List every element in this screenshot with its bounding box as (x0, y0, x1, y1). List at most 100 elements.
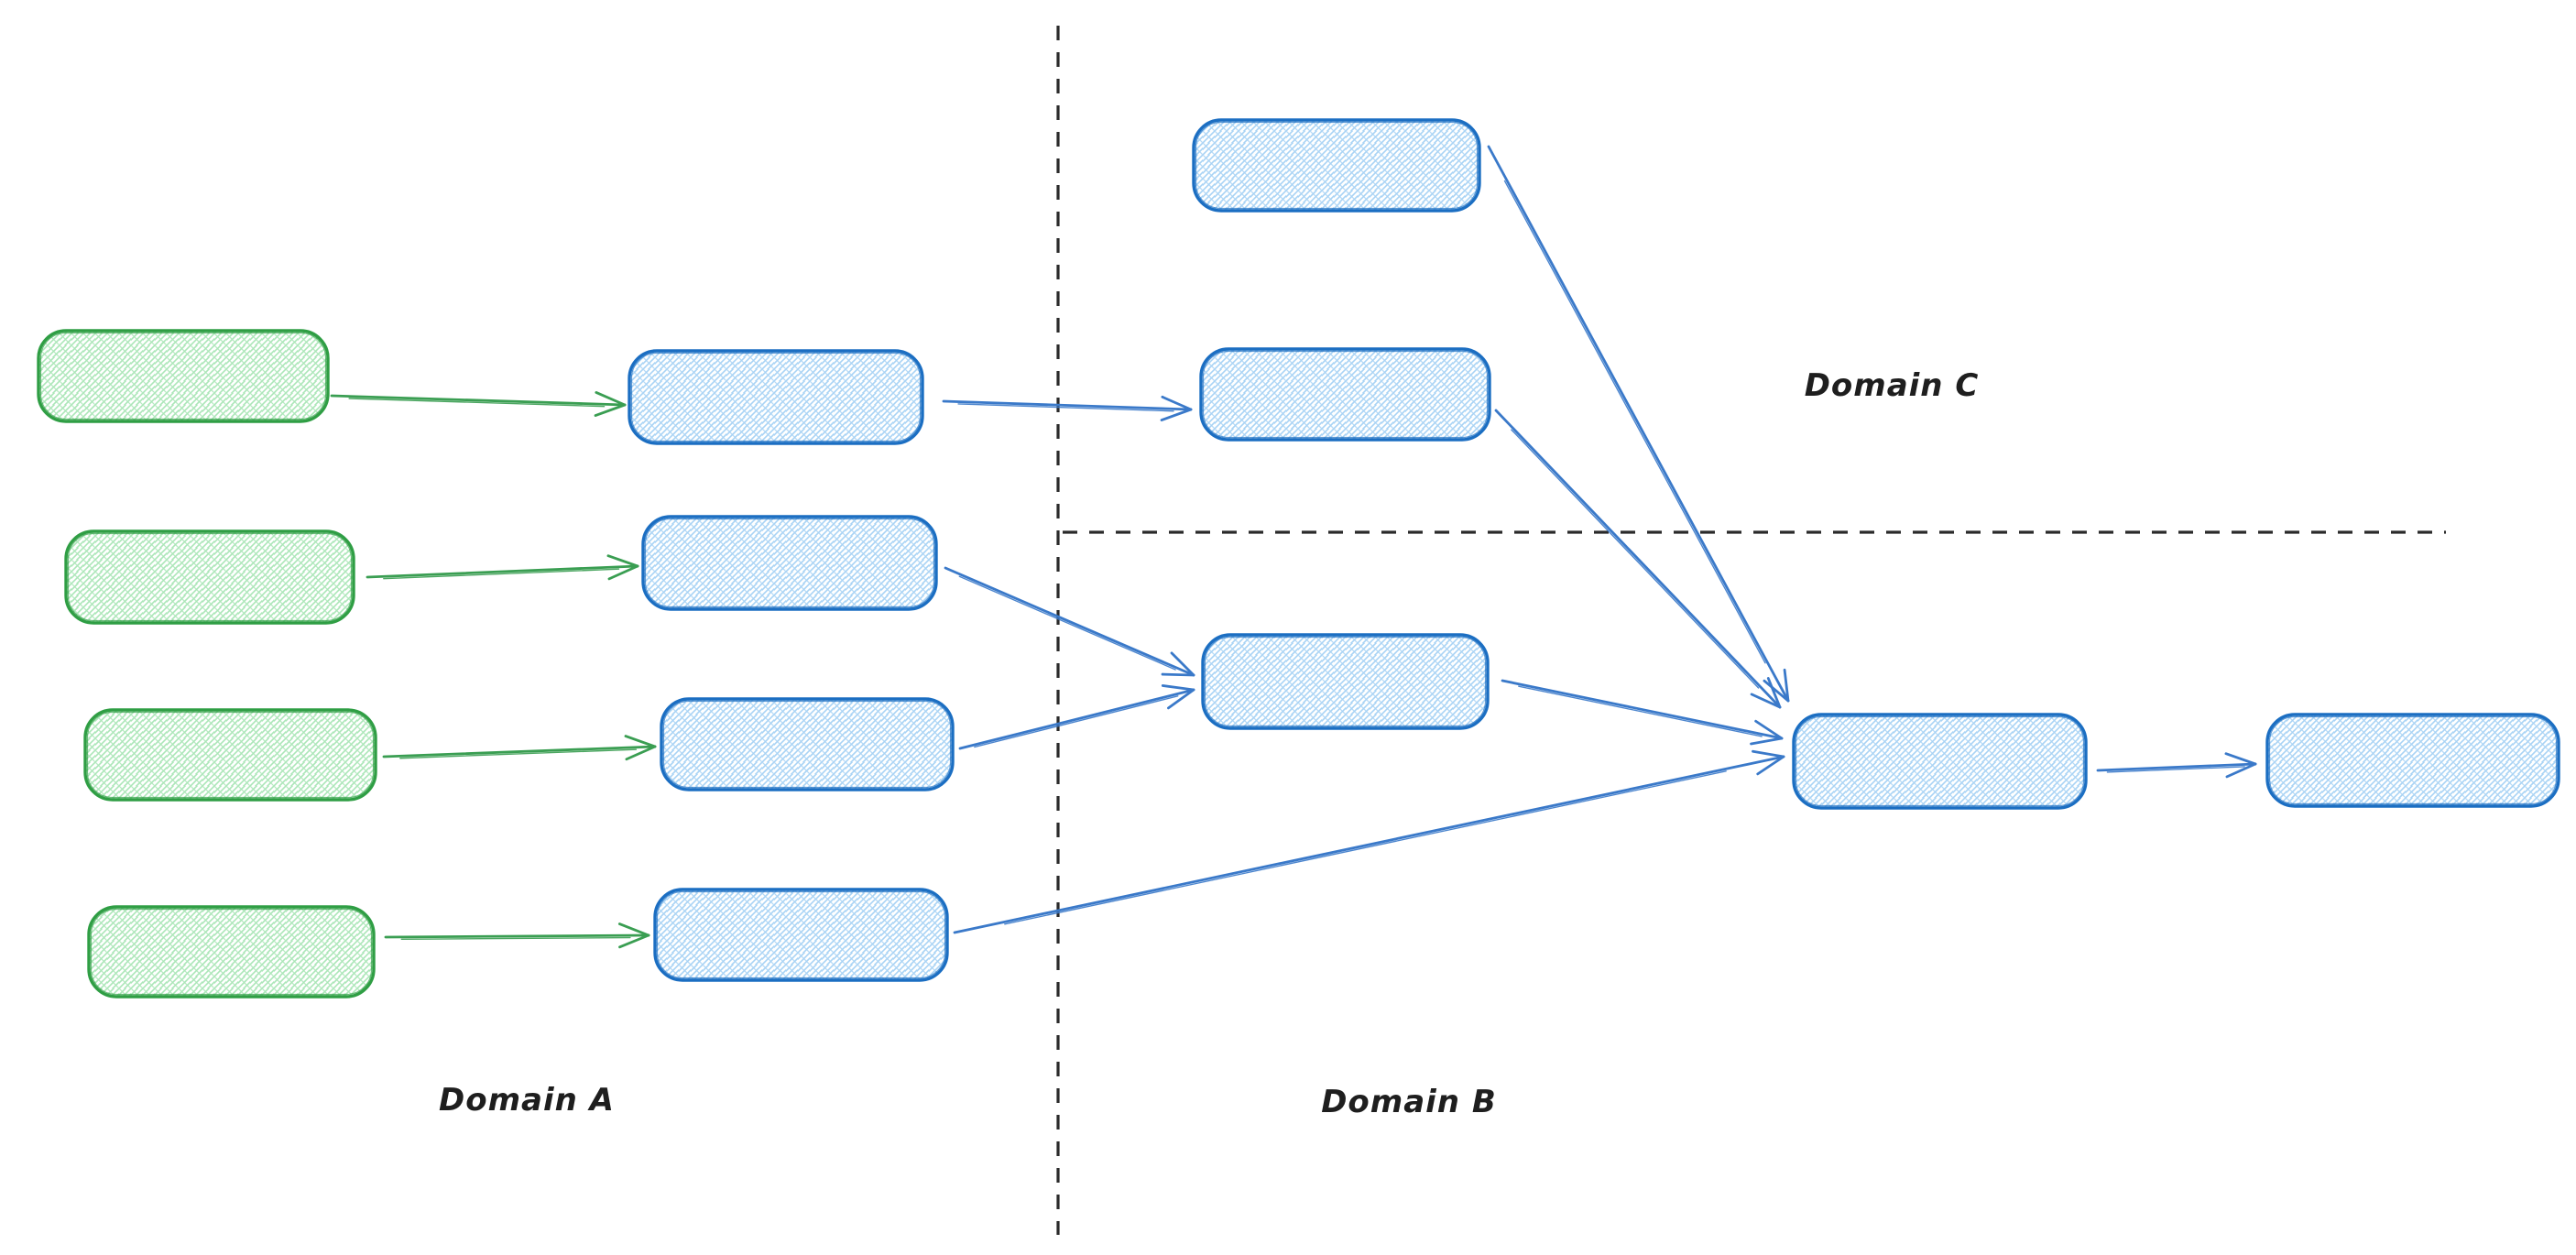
node-shape (653, 888, 949, 982)
node-shape (2265, 713, 2560, 808)
arrow-source-1-to-stage-a1[interactable] (330, 391, 627, 418)
arrowhead (1766, 677, 1782, 709)
arrow-shaft (384, 933, 650, 939)
node-stage-a3[interactable] (660, 697, 955, 791)
node-shape (37, 329, 330, 423)
node-stage-b1[interactable] (1199, 347, 1491, 442)
node-output[interactable] (2265, 713, 2560, 808)
arrowhead (624, 735, 657, 748)
node-shape-sketch (644, 518, 935, 608)
arrowhead (2225, 762, 2257, 779)
node-stage-a4[interactable] (653, 888, 949, 982)
arrow-shaft-sketch (958, 575, 1176, 671)
node-source-1[interactable] (37, 329, 330, 423)
label-layer: Domain A Domain B Domain C (439, 367, 1980, 1120)
arrow-shaft (942, 399, 1193, 411)
node-shape-sketch (630, 352, 922, 442)
node-stage-b2[interactable] (1201, 633, 1490, 730)
arrow-stage-a1-to-stage-b1[interactable] (942, 395, 1193, 421)
node-shape (1192, 118, 1481, 213)
arrow-shaft (1501, 679, 1784, 740)
arrowhead (1750, 737, 1784, 746)
arrow-shaft-sketch (399, 748, 638, 759)
arrow-source-2-to-stage-a2[interactable] (366, 554, 639, 581)
arrow-shaft (382, 745, 657, 758)
arrow-stage-a3-to-stage-b2[interactable] (958, 684, 1195, 750)
arrow-shaft-sketch (1511, 429, 1760, 689)
node-shape-sketch (1795, 715, 2085, 807)
node-shape-sketch (1195, 121, 1479, 210)
arrow-stage-b1-to-aggregator[interactable] (1494, 409, 1782, 709)
arrow-shaft-sketch (2106, 766, 2245, 773)
arrowhead (1160, 408, 1193, 421)
arrow-source-4-to-stage-a4[interactable] (384, 922, 650, 949)
domain-a-label[interactable]: Domain A (439, 1082, 615, 1119)
arrowhead (594, 403, 627, 418)
arrowhead (1752, 749, 1785, 758)
edge-layer (330, 145, 2257, 949)
arrow-shaft (2096, 762, 2257, 772)
arrow-shaft-sketch (1004, 770, 1727, 925)
node-shape (628, 349, 924, 445)
arrow-shaft (1494, 409, 1782, 709)
arrowhead (1161, 395, 1193, 411)
node-stage-a1[interactable] (628, 349, 924, 445)
arrow-shaft-sketch (1503, 180, 1766, 664)
node-shape-sketch (656, 890, 946, 979)
node-shape (83, 708, 377, 802)
node-shape (660, 697, 955, 791)
arrowhead (606, 554, 639, 568)
arrowhead (607, 564, 639, 581)
arrow-shaft (330, 394, 627, 407)
node-aggregator[interactable] (1792, 713, 2088, 810)
arrow-shaft (944, 566, 1195, 677)
node-shape (1199, 347, 1491, 442)
node-layer (37, 118, 2560, 999)
node-shape-sketch (67, 532, 353, 622)
node-source-4[interactable] (87, 905, 376, 999)
divider-layer (1056, 26, 2446, 1235)
domain-c-label[interactable]: Domain C (1805, 367, 1980, 404)
arrowhead (1756, 755, 1785, 776)
node-stage-a2[interactable] (641, 515, 938, 611)
arrow-shaft (366, 564, 639, 579)
node-shape-sketch (86, 711, 375, 799)
arrowhead (1170, 651, 1195, 677)
node-source-3[interactable] (83, 708, 377, 802)
node-shape (87, 905, 376, 999)
arrow-shaft-sketch (1518, 685, 1763, 737)
node-source-2[interactable] (64, 529, 355, 625)
arrowhead (1750, 693, 1782, 709)
arrowhead (1161, 684, 1195, 692)
node-shape-sketch (90, 908, 373, 996)
arrowhead (617, 922, 650, 937)
arrow-aggregator-to-output[interactable] (2096, 752, 2257, 779)
arrowhead (618, 933, 650, 949)
arrow-shaft-sketch (974, 695, 1179, 748)
node-domain-c-node[interactable] (1192, 118, 1481, 213)
arrow-stage-a4-to-aggregator[interactable] (953, 749, 1785, 934)
node-shape-sketch (39, 332, 327, 420)
arrow-shaft-sketch (348, 398, 606, 408)
arrow-stage-a2-to-stage-b2[interactable] (944, 566, 1195, 677)
arrow-domain-c-node-to-aggregator[interactable] (1487, 145, 1790, 703)
arrowhead (1783, 668, 1790, 703)
arrowhead (1167, 688, 1195, 710)
arrow-shaft (958, 688, 1195, 750)
node-shape-sketch (1204, 636, 1487, 727)
node-shape (641, 515, 938, 611)
arrow-source-3-to-stage-a3[interactable] (382, 735, 657, 761)
node-shape (64, 529, 355, 625)
arrow-shaft-sketch (383, 568, 620, 580)
arrow-shaft-sketch (957, 403, 1174, 412)
domain-b-label[interactable]: Domain B (1321, 1084, 1497, 1120)
arrow-stage-b2-to-aggregator[interactable] (1501, 679, 1784, 746)
arrow-shaft (1487, 145, 1790, 703)
node-shape-sketch (1202, 350, 1489, 439)
arrowhead (1754, 719, 1784, 740)
node-shape (1201, 633, 1490, 730)
arrow-shaft-sketch (400, 936, 631, 940)
arrowhead (2224, 752, 2257, 766)
